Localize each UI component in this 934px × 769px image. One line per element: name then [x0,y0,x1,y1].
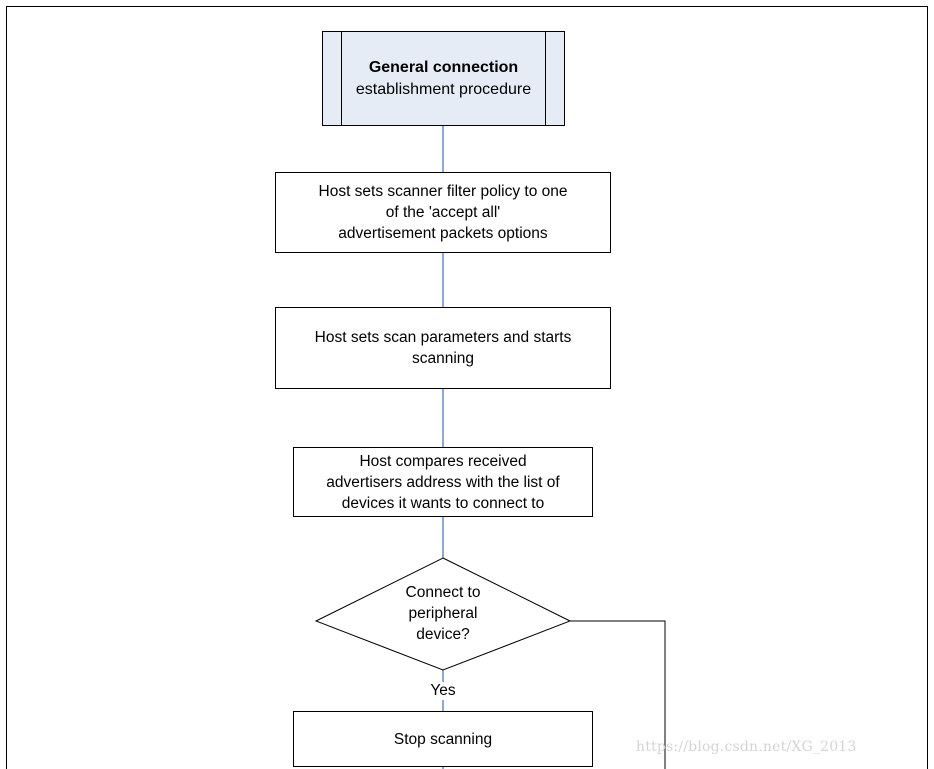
step-box-stop-scanning: Stop scanning [293,711,593,767]
step-text-scan-parameters: Host sets scan parameters and starts sca… [314,329,572,367]
decision-diamond [314,557,572,671]
step-text-compare-addresses: Host compares received advertisers addre… [326,452,560,512]
decision-text: Connect to peripheral device? [405,584,481,643]
start-terminator-box: General connection establishment procedu… [322,31,565,126]
frame-top-border [6,6,928,7]
watermark-url: https://blog.csdn.net/XG_2013 [636,739,857,755]
start-box-left-bar [341,32,342,125]
start-box-subtitle: establishment procedure [355,80,532,98]
start-box-title: General connection [368,58,519,76]
step-text-stop-scanning: Stop scanning [393,730,493,748]
connector-decision-no-branch [570,620,666,769]
step-box-scan-parameters: Host sets scan parameters and starts sca… [275,307,611,389]
frame-left-border [6,6,7,769]
step-box-filter-policy: Host sets scanner filter policy to one o… [275,172,611,253]
step-box-compare-addresses: Host compares received advertisers addre… [293,447,593,517]
start-box-right-bar [545,32,546,125]
frame-right-border [927,6,928,769]
decision-yes-label: Yes [430,682,456,699]
step-text-filter-policy: Host sets scanner filter policy to one o… [318,183,568,242]
